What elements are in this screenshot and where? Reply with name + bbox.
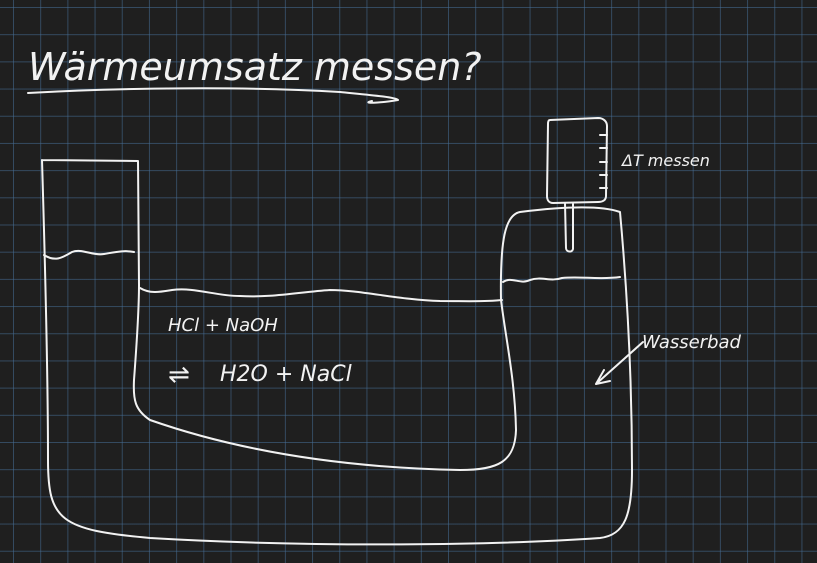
water-bath-outline [41, 159, 633, 546]
title-underline [27, 87, 399, 104]
thermometer-bulb [546, 117, 608, 204]
reaction-products: H2O + NaCl [220, 362, 352, 387]
reaction-reactants: HCl + NaOH [168, 315, 278, 336]
thermometer-stem [564, 202, 574, 253]
water-surface-middle [139, 287, 503, 303]
water-surface-right [502, 276, 621, 283]
water-surface-left [43, 249, 135, 260]
water-bath-arrow [595, 341, 644, 385]
water-bath-label: Wasserbad [642, 332, 742, 353]
title-text: Wärmeumsatz messen? [28, 45, 482, 89]
thermometer-ticks [599, 134, 608, 189]
thermometer-label: ΔT messen [620, 151, 710, 170]
reaction-arrow: ⇌ [168, 360, 190, 390]
